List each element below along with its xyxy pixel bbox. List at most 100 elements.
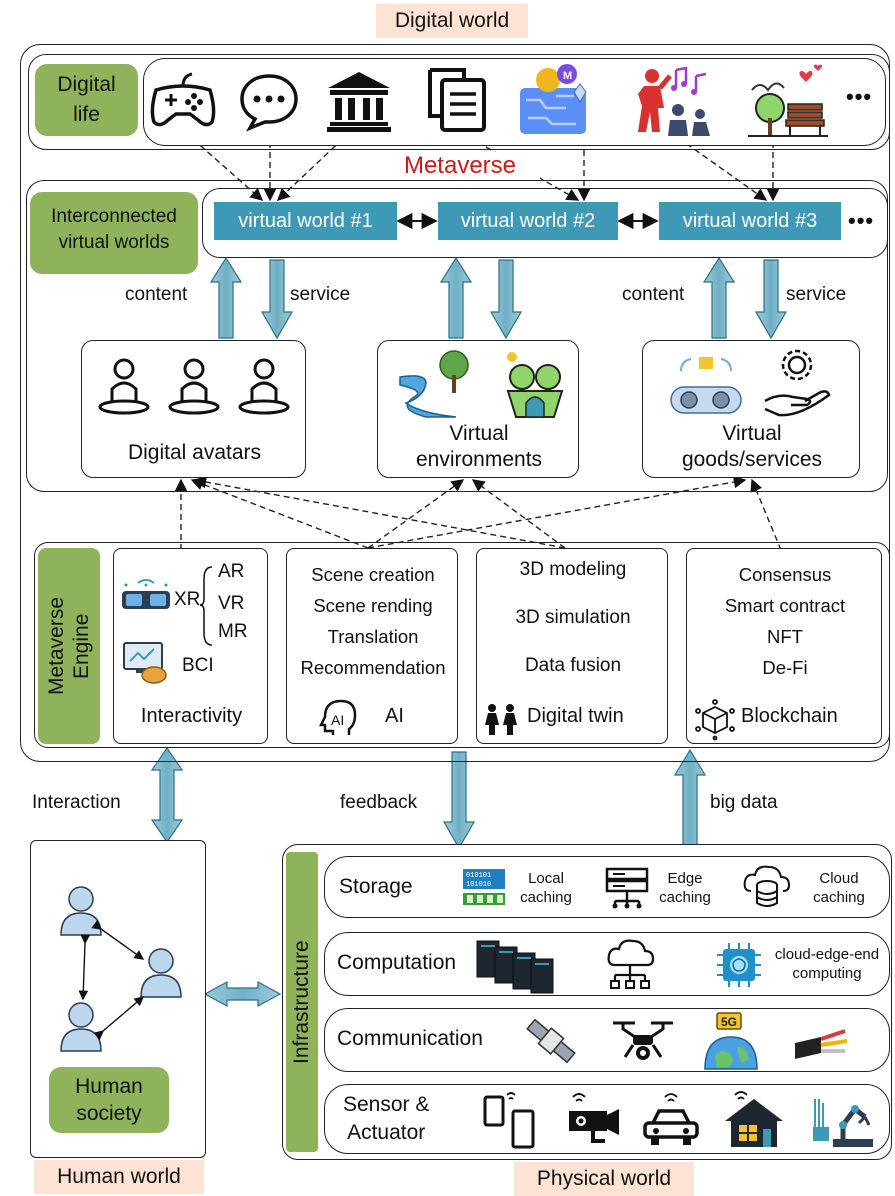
blockchain-item: Consensus: [738, 564, 832, 585]
ai-chip-icon: [717, 943, 761, 987]
svg-text:AI: AI: [331, 712, 344, 728]
vr-headset-icon: [122, 579, 170, 609]
ar-label: AR: [218, 561, 245, 582]
digital-life-label-line2: life: [73, 103, 100, 126]
security-camera-icon: [569, 1093, 619, 1143]
sensor-actuator-row: Sensor & Actuator: [324, 1084, 890, 1154]
engine-panel: [34, 542, 890, 748]
virtual-world-2[interactable]: virtual world #2: [438, 202, 618, 240]
digital-world-title: Digital world: [376, 4, 528, 38]
interaction-label: Interaction: [32, 792, 121, 813]
human-society-line1: Human: [75, 1075, 143, 1098]
blockchain-module: Consensus Smart contract NFT De-Fi Block…: [686, 548, 882, 744]
computation-title: Computation: [337, 951, 457, 974]
cloud-edge-end-line2: computing: [792, 965, 862, 982]
local-caching-line1: Local: [528, 870, 564, 887]
virtual-worlds-label-line1: Interconnected: [51, 206, 177, 227]
cloud-caching-icon: [743, 865, 791, 907]
local-caching-line2: caching: [520, 889, 572, 906]
virtual-world-3[interactable]: virtual world #3: [659, 202, 841, 240]
ai-title: AI: [385, 705, 404, 727]
physical-world-title: Physical world: [514, 1162, 694, 1196]
goods-services-icon: [670, 349, 831, 417]
virtual-worlds-label-line2: virtual worlds: [58, 232, 170, 253]
cloud-caching-label: Cloud caching: [799, 869, 879, 907]
virtual-worlds-label: Interconnected virtual worlds: [30, 192, 198, 274]
blockchain-item: De-Fi: [762, 657, 808, 678]
blockchain-list: Consensus Smart contract NFT De-Fi: [687, 559, 883, 683]
cloud-caching-line1: Cloud: [819, 870, 859, 887]
engine-label-line2: Engine: [70, 613, 93, 679]
metaverse-panel: [26, 180, 888, 492]
human-society-line2: society: [76, 1102, 142, 1125]
digital-life-panel: [28, 54, 890, 150]
human-society-label: Human society: [49, 1067, 169, 1133]
bci-label: BCI: [182, 655, 214, 676]
feedback-label: feedback: [340, 792, 418, 813]
sensor-actuator-line1: Sensor &: [343, 1093, 430, 1116]
ai-item: Recommendation: [300, 657, 446, 678]
car-sensor-icon: [643, 1093, 699, 1145]
virtual-world-1[interactable]: virtual world #1: [214, 202, 397, 240]
svg-text:101010: 101010: [466, 881, 491, 889]
blockchain-cube-icon: [695, 699, 735, 741]
virtual-goods-module: Virtual goods/services: [642, 340, 860, 478]
sensor-actuator-line2: Actuator: [347, 1121, 426, 1144]
digital-avatars-label: Digital avatars: [127, 441, 262, 464]
virtual-goods-label: Virtual goods/services: [643, 421, 861, 473]
environment-icon: [399, 350, 564, 418]
twin-item: 3D modeling: [519, 559, 627, 580]
ai-item: Scene rending: [313, 595, 433, 616]
edge-caching-line1: Edge: [667, 870, 703, 887]
infrastructure-label: Infrastructure: [286, 852, 318, 1152]
drone-icon: [613, 1021, 673, 1060]
cloud-edge-end-label: cloud-edge-end computing: [765, 945, 889, 983]
avatars-icon: [98, 358, 290, 415]
smartphone-sensor-icon: [483, 1092, 535, 1149]
documents-icon: [428, 68, 486, 132]
flow-arrows: [150, 256, 788, 1008]
svg-text:010101: 010101: [466, 872, 491, 880]
edge-caching-line2: caching: [659, 889, 711, 906]
mr-label: MR: [218, 621, 248, 642]
big-data-label: big data: [710, 792, 778, 813]
local-caching-icon: 010101 101010: [463, 869, 505, 905]
sensor-actuator-title: Sensor & Actuator: [343, 1091, 429, 1147]
twin-people-icon: [485, 704, 517, 735]
cloud-edge-end-line1: cloud-edge-end: [774, 946, 880, 963]
computation-row: Computation cloud-edge-end computing: [324, 932, 890, 996]
content-right-label: content: [622, 284, 685, 305]
chat-icon: [240, 74, 298, 132]
cable-icon: [795, 1029, 848, 1059]
human-world-title: Human world: [34, 1160, 204, 1194]
infrastructure-label-text: Infrastructure: [290, 940, 313, 1064]
digital-life-more: •••: [846, 84, 873, 109]
blockchain-title: Blockchain: [741, 705, 838, 727]
content-left-label: content: [125, 284, 188, 305]
ai-head-icon: AI: [318, 699, 357, 735]
storage-title: Storage: [339, 875, 413, 898]
ai-list: Scene creation Scene rending Translation…: [287, 559, 459, 683]
crypto-card-icon: M: [520, 64, 587, 134]
virtual-goods-line1: Virtual: [722, 422, 782, 445]
virtual-environments-line2: environments: [415, 448, 543, 471]
cloud-caching-line2: caching: [813, 889, 865, 906]
service-right-label: service: [786, 284, 847, 305]
service-left-label: service: [290, 284, 351, 305]
human-network-icon: [60, 886, 182, 1052]
virtual-environments-label: Virtual environments: [378, 421, 580, 473]
digital-twin-module: 3D modeling 3D simulation Data fusion Di…: [476, 548, 668, 744]
metaverse-label: Metaverse: [380, 152, 540, 180]
5g-globe-icon: 5G: [704, 1012, 758, 1070]
server-rack-icon: [476, 940, 554, 994]
ai-module: Scene creation Scene rending Translation…: [286, 548, 458, 744]
engine-label: Metaverse Engine: [38, 548, 100, 744]
ai-item: Translation: [327, 626, 419, 647]
vr-label: VR: [218, 593, 245, 614]
communication-row: Communication 5G: [324, 1008, 890, 1072]
virtual-environments-line1: Virtual: [449, 422, 509, 445]
twin-item: 3D simulation: [515, 607, 631, 628]
digital-world-panel: [20, 44, 890, 762]
engine-label-text: Metaverse Engine: [44, 560, 94, 732]
